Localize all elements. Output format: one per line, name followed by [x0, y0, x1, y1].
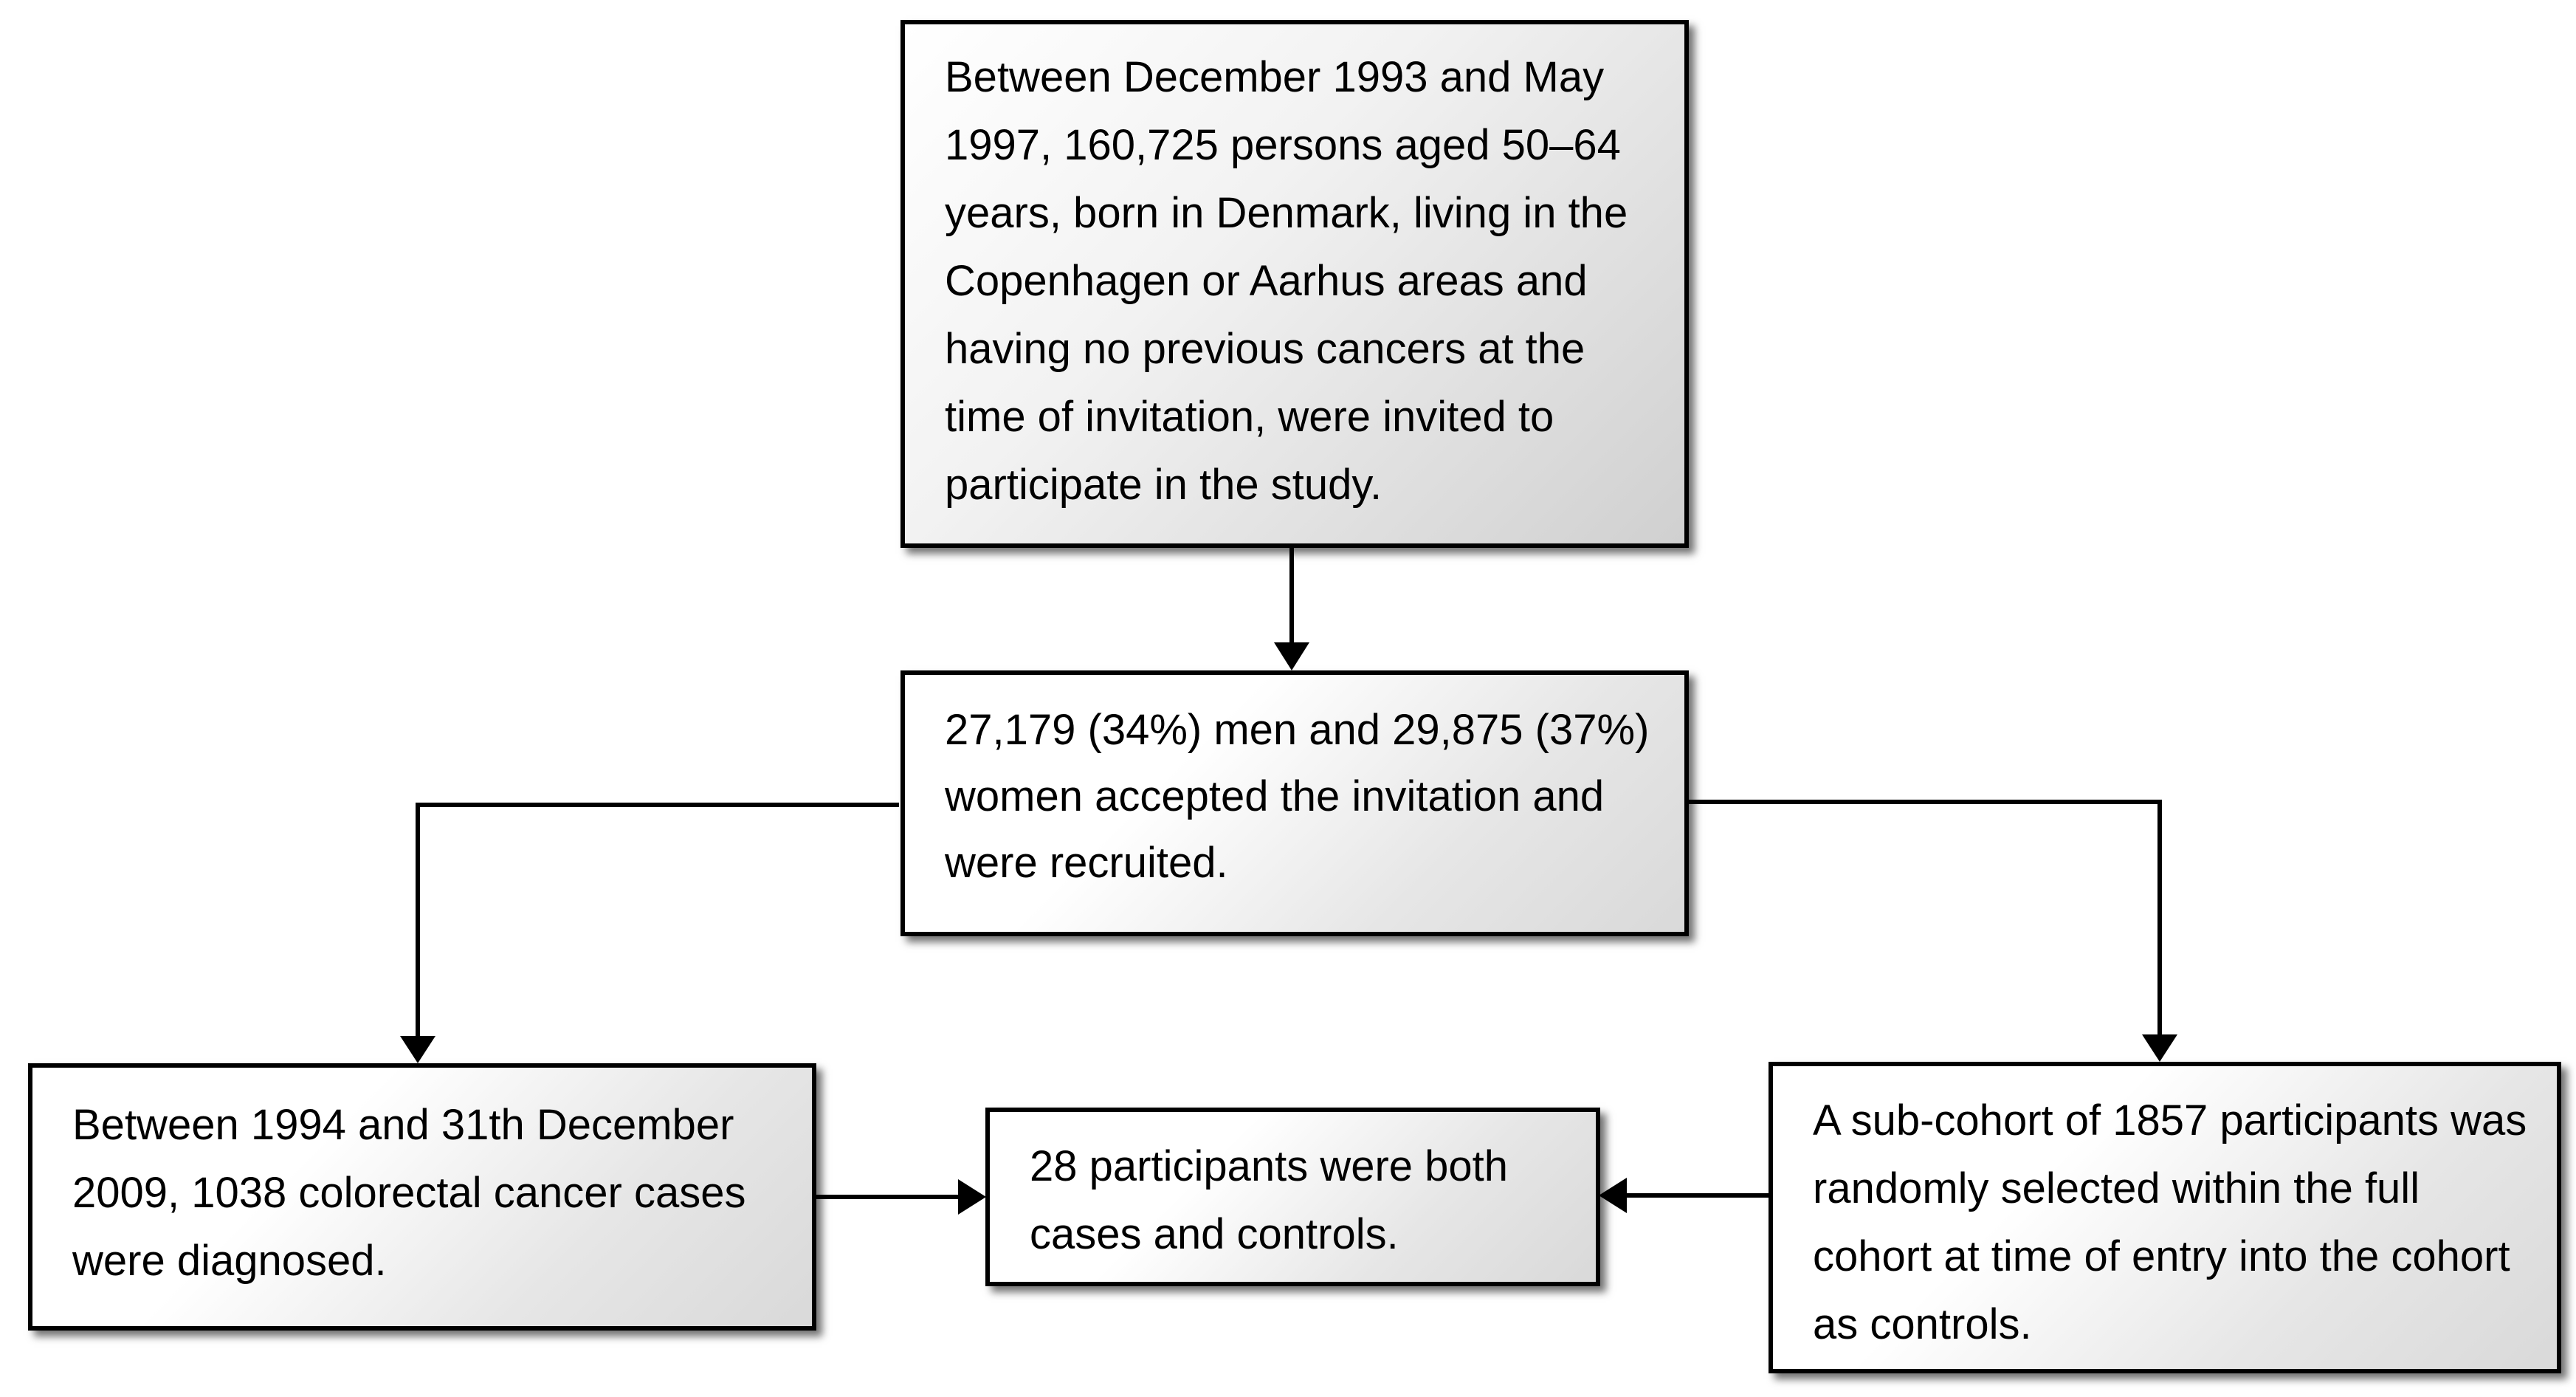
subcohort-text: A sub-cohort of 1857 participants was ra…	[1813, 1096, 2527, 1348]
invitation-box: Between December 1993 and May 1997, 160,…	[900, 20, 1689, 548]
cases-box: Between 1994 and 31th December 2009, 103…	[28, 1063, 816, 1331]
arrow-cases-to-overlap	[815, 1179, 986, 1215]
overlap-text: 28 participants were both cases and cont…	[1030, 1142, 1509, 1258]
arrow-subcohort-to-overlap	[1599, 1178, 1770, 1213]
subcohort-box: A sub-cohort of 1857 participants was ra…	[1769, 1062, 2561, 1373]
arrow-invitation-to-recruited	[1274, 546, 1309, 670]
recruited-box: 27,179 (34%) men and 29,875 (37%) women …	[900, 670, 1689, 936]
cases-text: Between 1994 and 31th December 2009, 103…	[72, 1101, 746, 1285]
arrow-recruited-to-subcohort	[1687, 800, 2177, 1062]
overlap-box: 28 participants were both cases and cont…	[985, 1108, 1600, 1286]
recruited-text: 27,179 (34%) men and 29,875 (37%) women …	[945, 706, 1650, 887]
invitation-text: Between December 1993 and May 1997, 160,…	[945, 53, 1628, 509]
arrow-recruited-to-cases	[400, 803, 899, 1063]
